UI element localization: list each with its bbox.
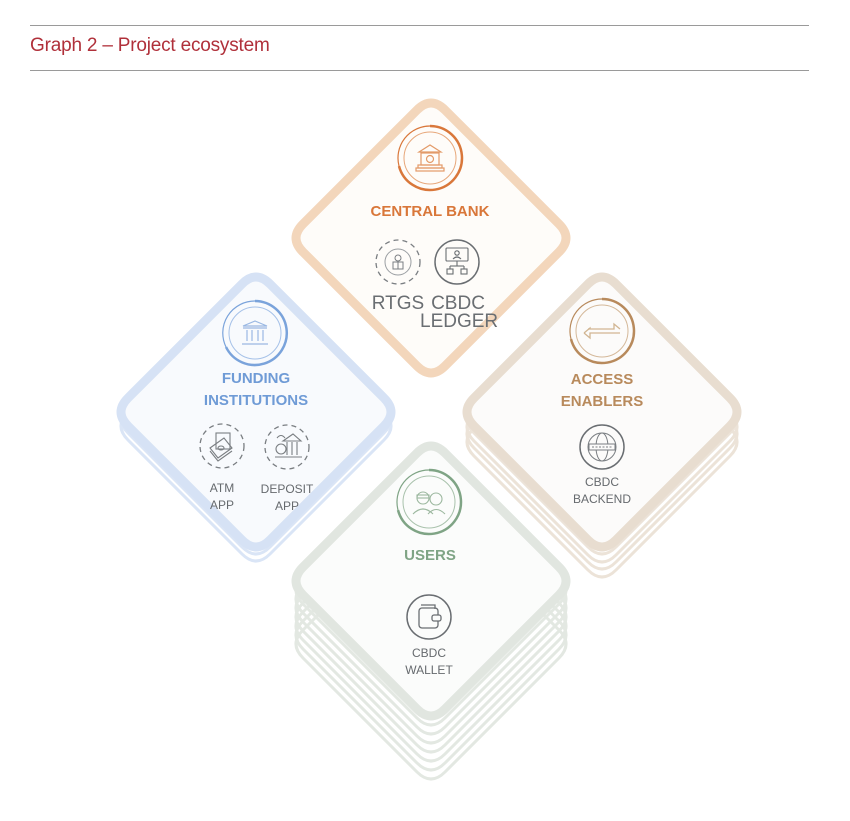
cbdc-wallet-label-line2: WALLET [405,663,453,677]
users-label: USERS [404,547,456,564]
exchange-arrows-icon [569,297,636,365]
access-enablers-label-line1: ACCESS [570,371,634,388]
funding-institutions-label-line1: FUNDING [221,370,291,387]
globe-server-icon [579,424,625,470]
central-bank-label: CENTRAL BANK [370,203,490,220]
access-enablers-label-line2: ENABLERS [560,393,644,410]
ledger-network-icon [434,239,480,285]
atm-app-label-line2: APP [209,498,234,512]
cbdc-ledger-label-line2: LEDGER [420,311,499,332]
atm-cash-icon [199,423,245,469]
cbdc-wallet-label-line1: CBDC [411,646,446,660]
cbdc-backend-label-line1: CBDC [584,475,619,489]
central-bank-diamond [296,103,566,373]
rtgs-label: RTGS [371,293,425,314]
atm-app-label-line1: ATM [209,481,235,495]
institution-columns-icon [222,299,288,367]
cbdc-ledger-label-line1: CBDC [431,293,485,314]
deposit-app-label-line1: DEPOSIT [260,482,314,496]
wallet-icon [406,594,452,640]
users-people-icon [396,468,463,536]
bank-building-icon [397,124,464,192]
funding-institutions-label-line2: INSTITUTIONS [203,392,309,409]
rtgs-exchange-icon [375,239,421,285]
page-title: Graph 2 – Project ecosystem [30,35,270,56]
cbdc-backend-label-line2: BACKEND [572,492,631,506]
top-rule [30,25,809,26]
bottom-rule [30,70,809,71]
deposit-app-label-line2: APP [274,499,299,513]
deposit-bank-icon [264,424,310,470]
